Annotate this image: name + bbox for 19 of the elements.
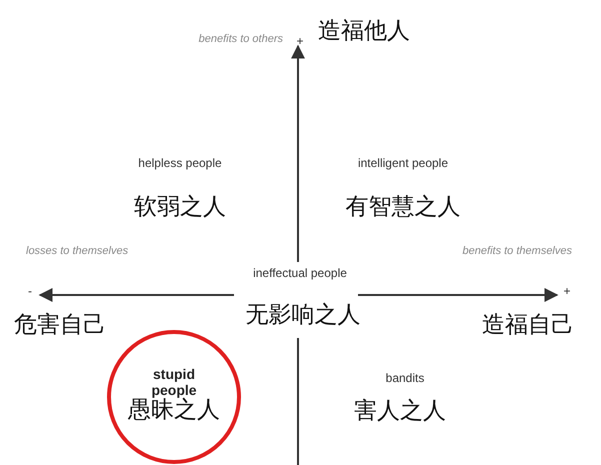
quadrant-label: stupid people bbox=[150, 366, 198, 398]
quadrant-label: helpless people bbox=[137, 156, 223, 172]
quadrant-label: 无影响之人 bbox=[244, 300, 362, 329]
axis-label: benefits to others bbox=[198, 32, 283, 46]
axis-label: 危害自己 bbox=[14, 310, 107, 339]
axis-label: losses to themselves bbox=[26, 244, 130, 258]
plus-sign: + bbox=[562, 284, 572, 300]
minus-sign: - bbox=[27, 284, 33, 300]
quadrant-label: bandits bbox=[384, 371, 426, 387]
highlight-circle bbox=[107, 330, 241, 464]
quadrant-label: 软弱之人 bbox=[133, 192, 227, 221]
quadrant-label: ineffectual people bbox=[252, 266, 348, 282]
quadrant-label: 害人之人 bbox=[353, 396, 447, 425]
axis-label: benefits to themselves bbox=[462, 244, 572, 258]
quadrant-label: intelligent people bbox=[356, 156, 450, 172]
axis-label: 造福自己 bbox=[482, 310, 575, 339]
quadrant-label: 有智慧之人 bbox=[344, 192, 462, 221]
plus-sign: + bbox=[295, 34, 304, 50]
axis-label: 造福他人 bbox=[318, 16, 411, 45]
